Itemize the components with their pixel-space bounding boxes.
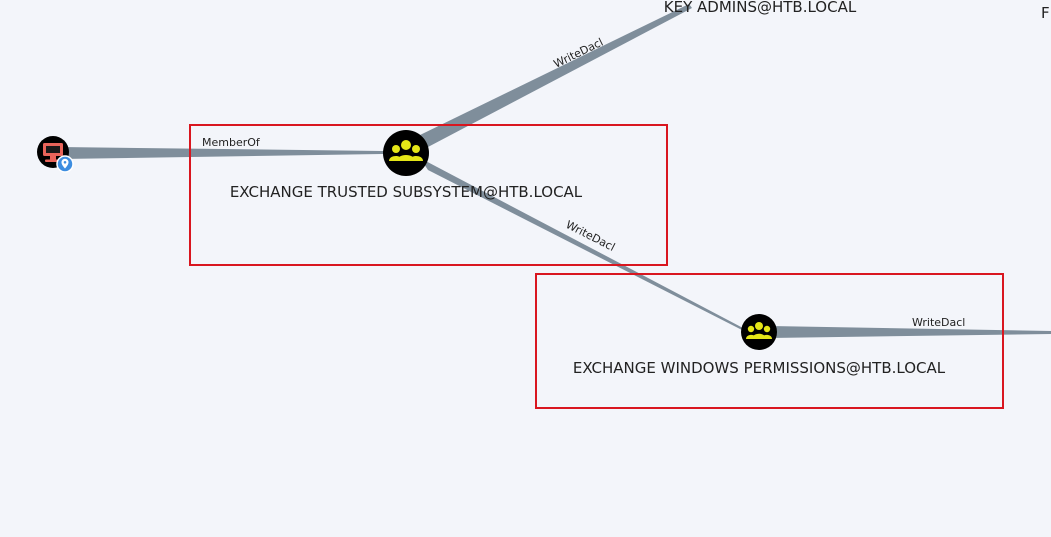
group-node-exchange-windows[interactable] bbox=[741, 314, 777, 350]
node-label-key-admins[interactable]: KEY ADMINS@HTB.LOCAL bbox=[664, 0, 857, 16]
computer-icon bbox=[43, 143, 63, 162]
node-label-offscreen[interactable]: F bbox=[1041, 4, 1050, 22]
group-node-exchange-trusted[interactable] bbox=[383, 130, 429, 176]
group-icon bbox=[389, 140, 423, 161]
node-label-exchange-windows[interactable]: EXCHANGE WINDOWS PERMISSIONS@HTB.LOCAL bbox=[573, 359, 946, 377]
edge-writedacl-key-admins[interactable] bbox=[420, 4, 692, 147]
edge-writedacl-exchange-windows[interactable] bbox=[420, 158, 743, 330]
node-label-exchange-trusted[interactable]: EXCHANGE TRUSTED SUBSYSTEM@HTB.LOCAL bbox=[230, 183, 583, 201]
edge-memberof[interactable] bbox=[60, 147, 384, 159]
edge-label-writedacl-offscreen: WriteDacl bbox=[912, 316, 965, 329]
computer-node[interactable] bbox=[37, 136, 74, 173]
group-icon bbox=[746, 322, 772, 339]
highlight-box-exchange-trusted bbox=[189, 124, 668, 266]
owned-marker-icon bbox=[56, 155, 74, 173]
edge-label-memberof: MemberOf bbox=[202, 136, 261, 149]
highlight-box-exchange-windows bbox=[535, 273, 1004, 409]
edges bbox=[60, 4, 1051, 338]
edge-writedacl-offscreen[interactable] bbox=[770, 326, 1051, 338]
